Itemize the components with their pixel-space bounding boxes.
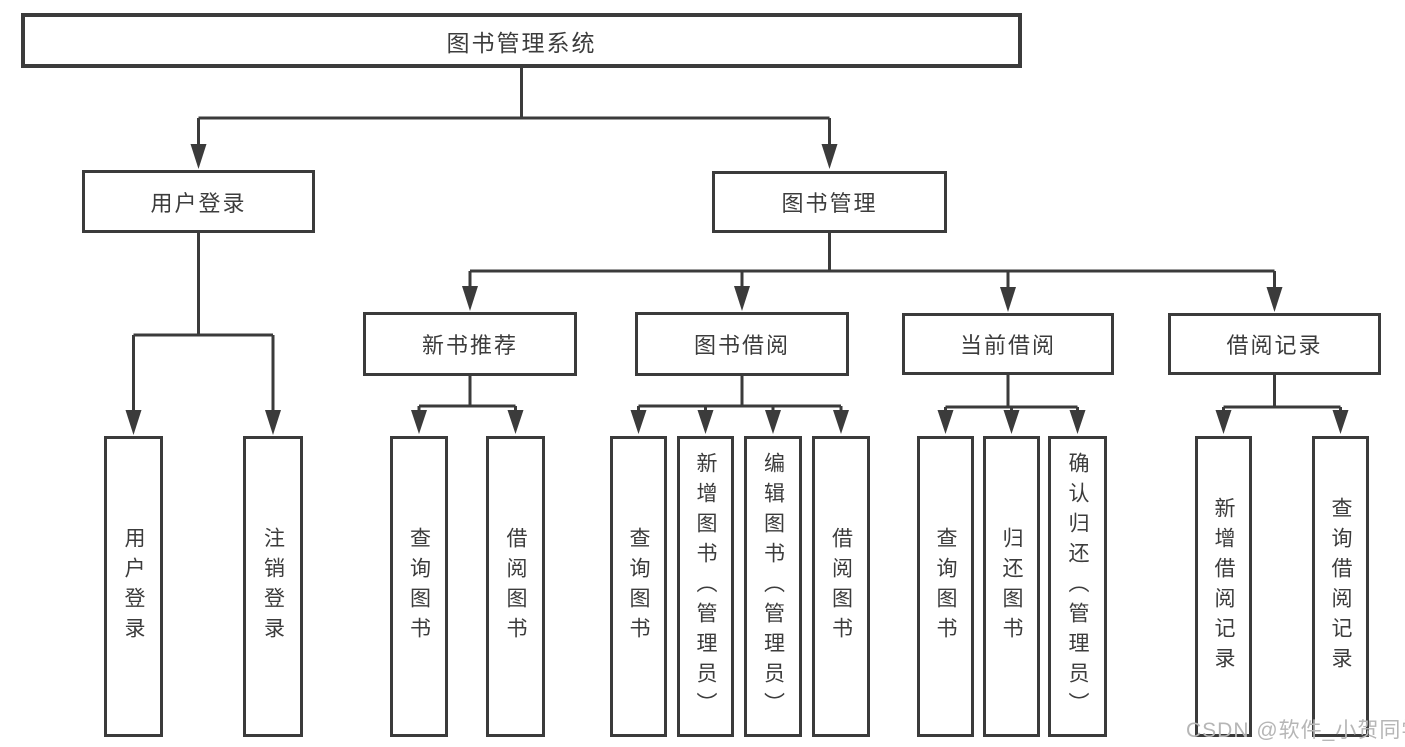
connector-current-borrowing-children	[944, 375, 1079, 412]
node-root: 图书管理系统	[21, 13, 1022, 68]
leaf-borrow-add-books-admin: 新增图书（管理员）	[677, 436, 734, 737]
node-book-borrowing: 图书借阅	[635, 312, 849, 376]
node-new-book-recommend: 新书推荐	[363, 312, 577, 376]
leaf-current-query-books: 查询图书	[917, 436, 974, 737]
leaf-records-add-borrow-record: 新增借阅记录	[1195, 436, 1252, 737]
leaf-current-confirm-return-admin: 确认归还（管理员）	[1048, 436, 1107, 737]
leaf-borrow-edit-books-admin: 编辑图书（管理员）	[744, 436, 802, 737]
connector-root-to-level2	[197, 68, 831, 146]
leaf-newbook-query-books: 查询图书	[390, 436, 448, 737]
leaf-records-query-borrow-record: 查询借阅记录	[1312, 436, 1369, 737]
node-user-login: 用户登录	[82, 170, 315, 233]
connector-user-login-children	[132, 233, 275, 411]
leaf-current-return-books: 归还图书	[983, 436, 1040, 737]
connector-book-borrowing-children	[637, 376, 843, 411]
leaf-user-login: 用户登录	[104, 436, 163, 737]
leaf-newbook-borrow-books: 借阅图书	[486, 436, 545, 737]
leaf-logout-login: 注销登录	[243, 436, 303, 737]
node-book-management: 图书管理	[712, 171, 947, 233]
leaf-borrow-borrow-books: 借阅图书	[812, 436, 870, 737]
connector-new-book-children	[417, 376, 517, 411]
csdn-watermark: CSDN @软件_小贺同学	[1186, 719, 1405, 742]
connector-book-management-modules	[468, 233, 1276, 288]
node-borrowing-records: 借阅记录	[1168, 313, 1381, 375]
connector-borrowing-records-children	[1222, 375, 1342, 412]
node-current-borrowing: 当前借阅	[902, 313, 1114, 375]
leaf-borrow-query-books: 查询图书	[610, 436, 667, 737]
